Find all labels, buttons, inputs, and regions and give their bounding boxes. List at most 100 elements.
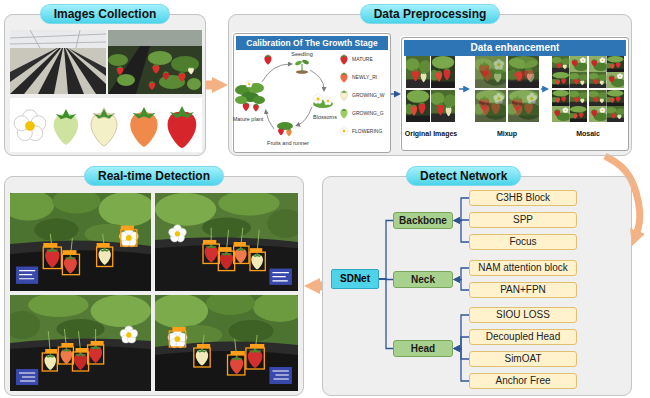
cycle-arrow bbox=[266, 112, 274, 129]
mixup-image-grid bbox=[474, 56, 508, 88]
strawberry-field-photo bbox=[117, 66, 123, 75]
growth-stage-strip bbox=[10, 98, 202, 152]
strawberry-field-photo bbox=[188, 66, 194, 74]
class-icon bbox=[340, 90, 347, 101]
mosaic-image-grid bbox=[605, 56, 624, 72]
class-label: GROWING_G bbox=[352, 110, 384, 116]
module-name: Neck bbox=[411, 274, 435, 286]
greenhouse-photo bbox=[10, 30, 106, 94]
class-label: MATURE bbox=[352, 56, 373, 62]
strawberry-field-photo bbox=[178, 71, 185, 82]
mosaic-image-grid bbox=[588, 72, 607, 88]
module-name: Backbone bbox=[399, 215, 447, 227]
module-name: Head bbox=[411, 343, 435, 355]
mosaic-image-grid bbox=[552, 106, 571, 122]
class-label: FLOWERING bbox=[352, 128, 382, 134]
seedling-icon bbox=[302, 64, 303, 72]
mosaic-image-grid bbox=[606, 106, 625, 122]
component-box: C3HB Block bbox=[469, 190, 577, 206]
mosaic-image-grid bbox=[569, 72, 588, 88]
component-name: Decoupled Head bbox=[486, 331, 561, 343]
network-box: SDNet bbox=[331, 269, 379, 289]
strawberry-field-photo bbox=[108, 30, 202, 46]
connector bbox=[457, 198, 469, 221]
panel-title: Images Collection bbox=[40, 4, 171, 24]
detection-photos bbox=[155, 191, 304, 291]
mosaic-image-grid bbox=[588, 90, 607, 106]
fruit-icon bbox=[286, 128, 291, 136]
augmentation-arrow bbox=[459, 88, 466, 90]
stage-panel: Detect NetworkSDNetBackboneC3HB BlockSPP… bbox=[322, 176, 632, 396]
panel-title: Data Preprocessing bbox=[360, 4, 501, 24]
growth-stage-strip bbox=[130, 107, 157, 147]
mosaic-image-grid bbox=[607, 72, 626, 88]
connector bbox=[314, 282, 322, 291]
panel-ground bbox=[228, 14, 632, 156]
panel-ground bbox=[4, 14, 206, 156]
component-box: NAM attention block bbox=[469, 260, 577, 276]
strawberry-field-photo bbox=[149, 81, 155, 90]
component-name: Focus bbox=[509, 236, 536, 248]
mosaic-image-grid bbox=[605, 90, 624, 106]
mature-plant-icon bbox=[253, 103, 259, 111]
panel-ground bbox=[322, 176, 632, 396]
mature-plant-icon bbox=[235, 80, 265, 111]
connector bbox=[605, 156, 640, 237]
connector bbox=[457, 349, 469, 382]
growth-cycle-illustration bbox=[235, 54, 348, 136]
component-box: Focus bbox=[469, 234, 577, 250]
stage-label: Seedling bbox=[291, 51, 312, 58]
module-box: Backbone bbox=[393, 212, 453, 229]
component-box: Anchor Free bbox=[469, 373, 577, 389]
mosaic-image-grid bbox=[570, 56, 589, 72]
seedling-icon bbox=[302, 59, 310, 65]
class-label: GROWING_W bbox=[352, 92, 385, 98]
original-image-grid bbox=[404, 90, 430, 122]
mixup-image-grid bbox=[475, 56, 508, 88]
strawberry-field-photo bbox=[171, 56, 199, 72]
detection-photos bbox=[151, 291, 306, 391]
panel-ground bbox=[400, 36, 628, 150]
mixup-image-grid bbox=[473, 90, 506, 122]
strawberry-field-photo bbox=[108, 30, 202, 94]
panel-ground bbox=[232, 32, 390, 152]
mosaic-image-grid bbox=[551, 72, 570, 88]
strawberry-field-photo bbox=[117, 74, 135, 86]
augmentation-label: Original Images bbox=[405, 130, 458, 138]
module-box: Head bbox=[393, 340, 453, 357]
connector bbox=[457, 221, 469, 243]
connector bbox=[457, 349, 469, 360]
blossom-icon bbox=[313, 94, 333, 108]
class-icon bbox=[340, 127, 349, 135]
strawberry-field-photo bbox=[108, 46, 150, 94]
connector bbox=[457, 337, 469, 349]
original-image-grid bbox=[404, 56, 456, 122]
augmentation-arrow bbox=[459, 88, 545, 90]
greenhouse-photo bbox=[66, 48, 106, 94]
seedling-icon bbox=[295, 59, 310, 74]
mosaic-image-grid bbox=[589, 56, 608, 72]
blossom-icon bbox=[313, 94, 323, 104]
connector bbox=[391, 93, 397, 94]
original-image-grid bbox=[405, 56, 431, 88]
sub-panel-title: Calibration Of The Growth Stage bbox=[236, 36, 388, 50]
greenhouse-photo bbox=[10, 30, 106, 94]
strawberry-field-photo bbox=[108, 30, 202, 94]
growth-stage-strip bbox=[168, 106, 197, 148]
mature-plant-icon bbox=[253, 96, 265, 104]
sub-panel-title: Data enhancement bbox=[404, 40, 626, 56]
detection-photos bbox=[4, 293, 151, 391]
mixup-image-grid bbox=[507, 56, 541, 88]
detection-photos bbox=[4, 293, 151, 391]
component-box: Decoupled Head bbox=[469, 329, 577, 345]
stage-panel: Images Collection bbox=[4, 14, 206, 156]
mosaic-image-grid bbox=[551, 56, 625, 122]
detection-photos bbox=[2, 189, 306, 391]
mature-plant-icon bbox=[245, 80, 252, 87]
greenhouse-photo bbox=[10, 30, 106, 48]
blossom-icon bbox=[324, 97, 333, 105]
mixup-image-grid bbox=[508, 90, 541, 122]
mosaic-image-grid bbox=[568, 106, 587, 122]
class-icon bbox=[340, 54, 349, 135]
connectors bbox=[206, 85, 640, 381]
